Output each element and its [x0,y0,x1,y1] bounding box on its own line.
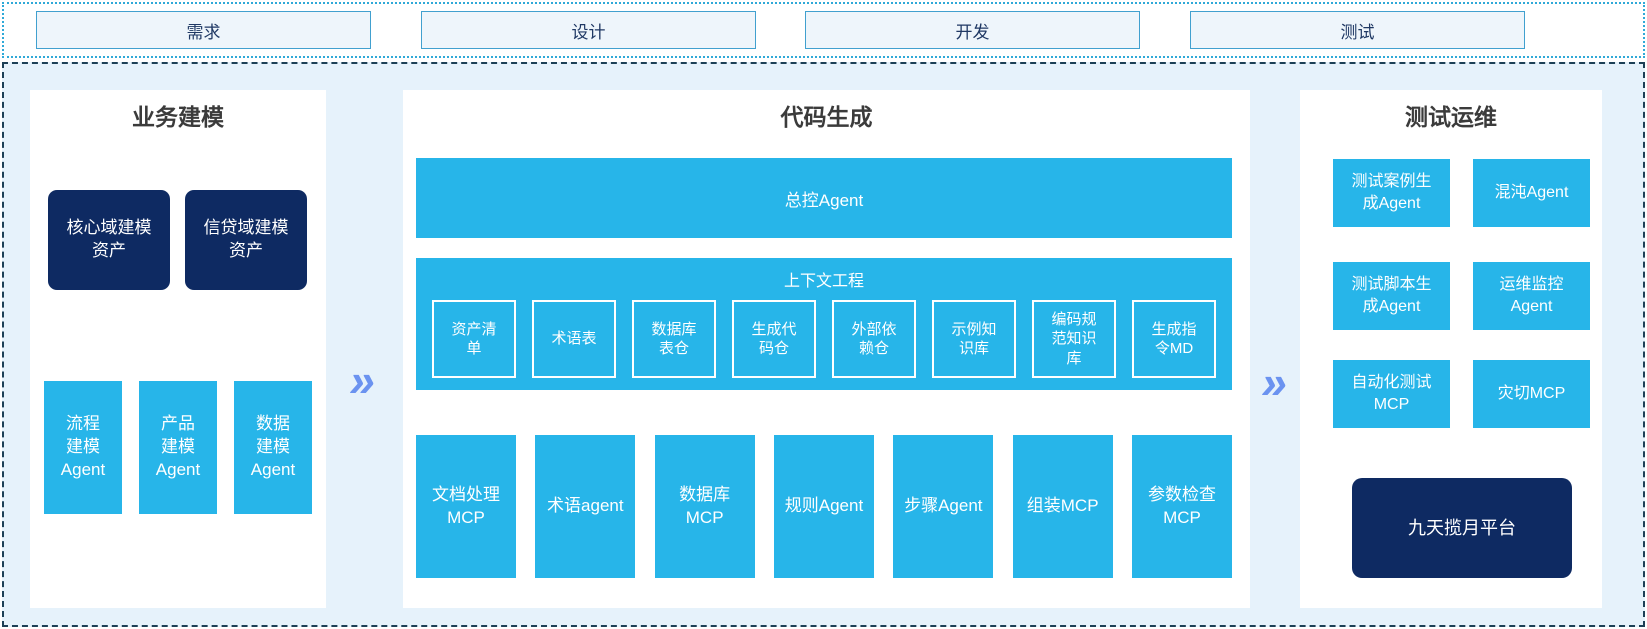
box-data-modeling-agent: 数据 建模 Agent [234,381,312,514]
phase-label: 需求 [186,22,221,42]
box-example-knowledge-base: 示例知 识库 [932,300,1016,378]
box-test-script-generation-agent: 测试脚本生 成Agent [1333,262,1450,330]
box-coding-standard-knowledge-base: 编码规 范知识 库 [1032,300,1116,378]
box-test-case-generation-agent: 测试案例生 成Agent [1333,159,1450,227]
panel-title: 业务建模 [132,104,224,130]
box-assembly-mcp: 组装MCP [1012,435,1113,578]
phase-requirements: 需求 [36,11,371,49]
box-database-table-repo: 数据库 表仓 [632,300,716,378]
panel-title: 测试运维 [1405,104,1497,130]
phase-development: 开发 [805,11,1140,49]
box-document-processing-mcp: 文档处理 MCP [416,435,516,578]
box-credit-domain-modeling-assets: 信贷域建模 资产 [185,190,307,290]
phase-design: 设计 [421,11,756,49]
box-core-domain-modeling-assets: 核心域建模 资产 [48,190,170,290]
box-automated-test-mcp: 自动化测试 MCP [1333,360,1450,428]
box-process-modeling-agent: 流程 建模 Agent [44,381,122,514]
phase-label: 开发 [955,22,990,42]
flow-arrow-icon: » [1261,356,1287,408]
phase-label: 设计 [571,22,606,42]
flow-arrow-icon: » [349,354,375,406]
main-diagram-area: 业务建模 核心域建模 资产 信贷域建模 资产 流程 建模 Agent 产品 建模… [2,62,1645,627]
panel-test-operations: 测试运维 测试案例生 成Agent 混沌Agent 测试脚本生 成Agent 运… [1300,90,1602,608]
context-engineering-section: 上下文工程 资产清 单 术语表 数据库 表仓 生成代 码仓 外部依 赖仓 示例知… [416,258,1232,390]
box-jiutian-lanyue-platform: 九天揽月平台 [1352,478,1572,578]
context-engineering-title: 上下文工程 [783,273,864,290]
box-ops-monitoring-agent: 运维监控 Agent [1473,262,1590,330]
box-generated-code-repo: 生成代 码仓 [732,300,816,378]
tool-row: 文档处理 MCP 术语agent 数据库 MCP 规则Agent 步骤Agent… [416,435,1232,578]
phase-testing: 测试 [1190,11,1525,49]
panel-title: 代码生成 [780,104,873,130]
box-asset-list: 资产清 单 [432,300,516,378]
box-disaster-switch-mcp: 灾切MCP [1473,360,1590,428]
box-glossary: 术语表 [532,300,616,378]
box-chaos-agent: 混沌Agent [1473,159,1590,227]
box-generation-instruction-md: 生成指 令MD [1132,300,1216,378]
box-product-modeling-agent: 产品 建模 Agent [139,381,217,514]
box-rule-agent: 规则Agent [773,435,874,578]
panel-business-modeling: 业务建模 核心域建模 资产 信贷域建模 资产 流程 建模 Agent 产品 建模… [30,90,326,608]
panel-code-generation: 代码生成 总控Agent 上下文工程 资产清 单 术语表 数据库 表仓 生成代 … [403,90,1250,608]
box-parameter-check-mcp: 参数检查 MCP [1131,435,1232,578]
box-external-dependency-repo: 外部依 赖仓 [832,300,916,378]
box-database-mcp: 数据库 MCP [654,435,755,578]
phase-strip: 需求 设计 开发 测试 [2,2,1645,58]
context-items-row: 资产清 单 术语表 数据库 表仓 生成代 码仓 外部依 赖仓 示例知 识库 编码… [416,300,1232,378]
box-master-agent: 总控Agent [416,158,1232,238]
phase-label: 测试 [1340,22,1375,42]
box-step-agent: 步骤Agent [893,435,994,578]
box-glossary-agent: 术语agent [535,435,636,578]
